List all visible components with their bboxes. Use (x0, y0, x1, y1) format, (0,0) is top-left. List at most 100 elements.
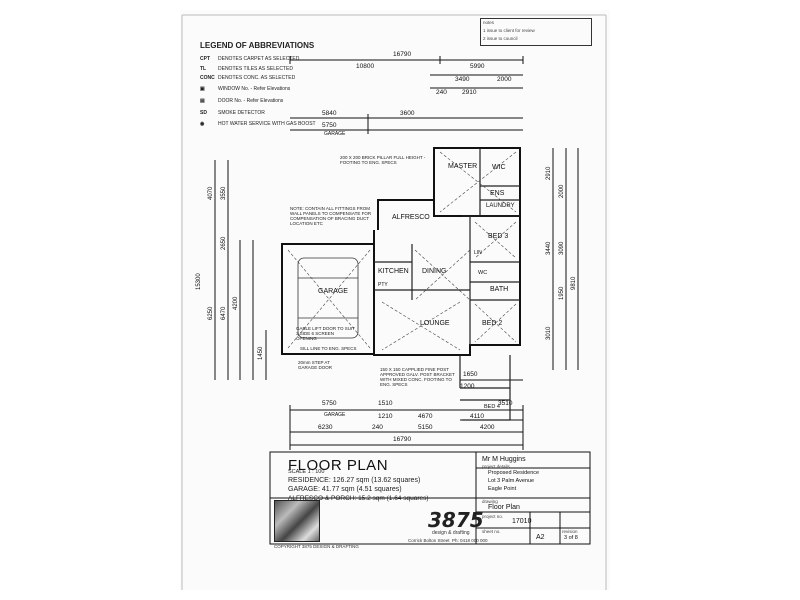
dim-left-2650: 2650 (221, 236, 227, 250)
company-address: Corrick Bolton Street (408, 538, 450, 543)
note-contain: NOTE: CONTAIN ALL FITTINGS FROM WALL PAN… (290, 206, 372, 226)
dim-left-4070: 4070 (208, 186, 214, 200)
drawing-name: Floor Plan (488, 504, 520, 511)
area-garage: GARAGE: 41.77 sqm (4.51 squares) (288, 486, 402, 493)
hot-water-icon: ◉ (200, 121, 205, 127)
door-symbol-icon: ▤ (200, 98, 205, 104)
company-logo (274, 500, 320, 542)
dim-right-2000: 2000 (559, 184, 565, 198)
drawing-sheet (180, 10, 610, 590)
drawing-label: drawing (482, 499, 498, 504)
dim-top-c: 2910 (462, 89, 477, 96)
legend-item: ◉HOT WATER SERVICE WITH GAS BOOST (200, 121, 316, 127)
dim-bottom-4670: 4670 (418, 413, 433, 420)
dim-right-3440: 3440 (546, 241, 552, 255)
dim-top-left: 10800 (356, 63, 375, 70)
dim-bottom-1650: 1650 (463, 371, 478, 378)
room-linen: LIN (474, 250, 482, 256)
dim-top-right: 5990 (470, 63, 485, 70)
dim-right-3010: 3010 (546, 326, 552, 340)
dim-bottom-4200: 4200 (480, 424, 495, 431)
note-post: 150 X 150 CAPPLIED FINE POST APPROVED GA… (380, 367, 455, 387)
brand-subtitle: design & drafting (432, 530, 470, 536)
legend-title: LEGEND OF ABBREVIATIONS (200, 41, 315, 50)
copyright-text: COPYRIGHT 3875 DESIGN & DRAFTING (274, 544, 359, 549)
dim-top-a: 3490 (455, 76, 470, 83)
drawing-title: FLOOR PLAN (288, 457, 389, 474)
dim-left-4200: 4200 (233, 296, 239, 310)
room-garage: GARAGE (318, 288, 348, 295)
room-bed3: BED 3 (488, 233, 509, 240)
dim-left-15300: 15300 (196, 273, 202, 290)
room-pantry: PTY (378, 282, 388, 288)
dim-bottom-garage-label: GARAGE (324, 412, 346, 418)
dim-top-e: 5840 (322, 110, 337, 117)
room-dining: DINING (422, 268, 447, 275)
room-kitchen: KITCHEN (378, 268, 409, 275)
scale-text: SCALE 1 : 100 (288, 469, 325, 475)
room-wc: WC (478, 270, 488, 276)
dim-top-overall: 16790 (393, 51, 412, 58)
dim-bottom-1510: 1510 (378, 400, 393, 407)
room-master: MASTER (448, 163, 478, 170)
dim-bottom-6230: 6230 (318, 424, 333, 431)
note-step: 20mm STEP AT GARAGE DOOR (298, 360, 333, 370)
note-sill: SILL LINE TO ENG. SPECS (300, 346, 357, 351)
room-laundry: LAUNDRY (486, 203, 515, 209)
room-alfresco: ALFRESCO (392, 214, 430, 221)
window-symbol-icon: ▣ (200, 86, 205, 92)
project-number: 17010 (512, 518, 532, 525)
dim-right-9810: 9810 (571, 276, 577, 290)
dim-bottom-3510: 3510 (498, 400, 513, 407)
dim-bottom-1210: 1210 (378, 413, 393, 420)
sheet-number: 3 of 8 (564, 535, 578, 541)
dim-bottom-5150: 5150 (418, 424, 433, 431)
project-line-1: Proposed Residence (488, 470, 540, 476)
dim-top-d: 240 (436, 89, 447, 96)
dim-top-g: 5750 (322, 122, 337, 129)
project-line-2: Lot 3 Palm Avenue (488, 478, 535, 484)
room-wic: WIC (492, 164, 506, 171)
project-line-3: Eagle Point (488, 486, 517, 492)
project-no-label: project no. (482, 514, 504, 519)
legend-item: ▤DOOR No. - Refer Elevations (200, 98, 284, 104)
revision-label: revision (562, 529, 578, 534)
room-bed4: BED 4 (484, 404, 500, 410)
dim-bottom-overall: 16790 (393, 436, 412, 443)
sheet-size: A2 (536, 534, 545, 541)
dim-bottom-4110: 4110 (470, 413, 484, 420)
dim-top-b: 2000 (497, 76, 512, 83)
project-details-label: project details (482, 464, 510, 469)
dim-right-1950: 1950 (559, 286, 565, 300)
dim-right-3090: 3090 (559, 241, 565, 255)
note-gable: GABLE LIFT DOOR TO SUIT 3 SIDE 6 SCREEN … (296, 326, 355, 341)
dim-bottom-5750: 5750 (322, 400, 337, 407)
dim-right-2910: 2910 (546, 166, 552, 180)
dim-left-6470: 6470 (221, 306, 227, 320)
dim-bottom-240: 240 (372, 424, 383, 431)
dim-top-garage-label: GARAGE (324, 131, 346, 137)
room-ens: ENS (490, 190, 505, 197)
revision-box: notes 1 issue to client for review 2 iss… (480, 18, 592, 46)
dim-left-1450: 1450 (258, 346, 264, 360)
dim-left-6250: 6250 (208, 306, 214, 320)
room-bath: BATH (490, 286, 509, 293)
area-alfresco: ALFRESCO & PORCH: 15.2 sqm (1.64 squares… (288, 495, 429, 502)
dim-left-3550: 3550 (221, 186, 227, 200)
room-lounge: LOUNGE (420, 320, 450, 327)
brand-logo-text: 3875 (428, 508, 484, 532)
sheet-label: sheet no. (482, 529, 501, 534)
client-name: Mr M Huggins (482, 456, 526, 463)
dim-bottom-1200: 1200 (460, 383, 475, 390)
room-bed2: BED 2 (482, 320, 503, 327)
dim-top-f: 3600 (400, 110, 415, 117)
area-residence: RESIDENCE: 126.27 sqm (13.62 squares) (288, 477, 421, 484)
legend-item: ▣WINDOW No. - Refer Elevations (200, 86, 291, 92)
note-pillar: 200 X 200 BRICK PILLAR FULL HEIGHT - FOO… (340, 155, 426, 165)
company-phone: Ph: 0418 000 000 (452, 538, 488, 543)
